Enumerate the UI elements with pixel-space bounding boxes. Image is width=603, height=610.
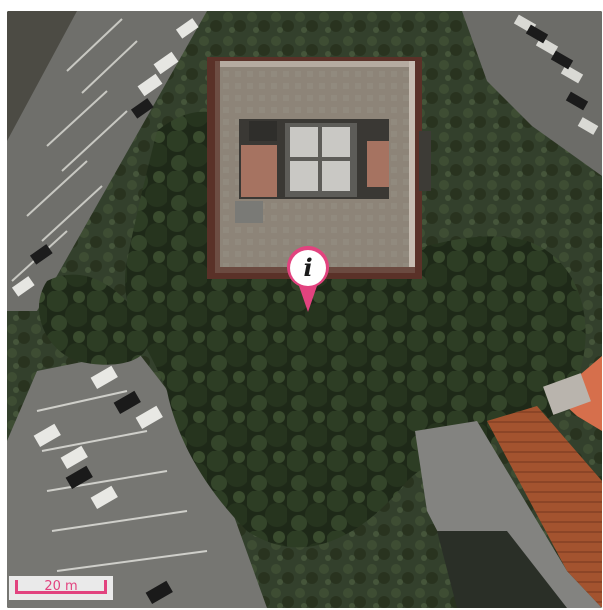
aerial-map-view[interactable]: i (7, 11, 602, 608)
map-scale-bar: 20 m (9, 576, 113, 600)
info-marker-icon (287, 246, 329, 312)
aerial-imagery (7, 11, 602, 608)
info-glyph: i (303, 253, 313, 282)
scale-bar-line (15, 580, 107, 594)
info-marker[interactable]: i (285, 246, 331, 316)
scale-bar-label: 20 m (44, 579, 78, 594)
